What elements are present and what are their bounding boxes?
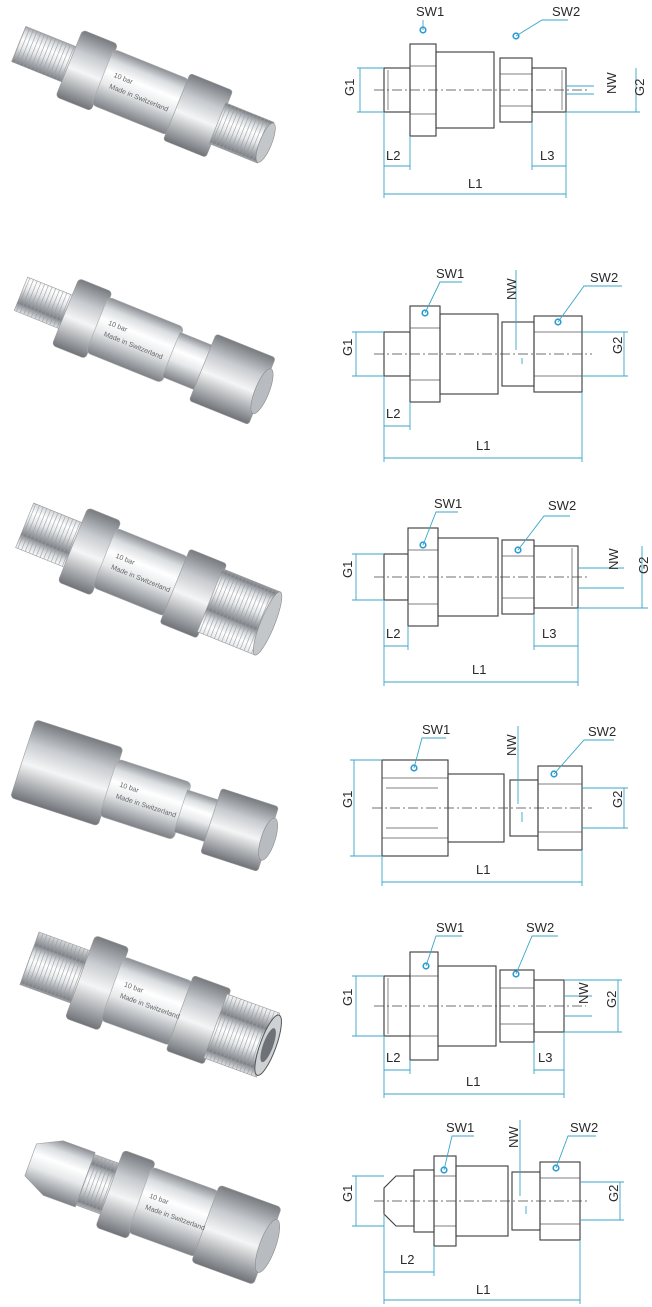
label-l3: L3 <box>542 626 556 641</box>
label-g2: G2 <box>636 557 651 574</box>
product-photo-5: 10 bar Made in Switzerland <box>19 931 282 1078</box>
product-photo-6: 10 bar Made in Switzerland <box>24 1140 281 1284</box>
label-l1: L1 <box>476 438 490 453</box>
label-g1: G1 <box>340 561 355 578</box>
label-nw: NW <box>604 72 619 94</box>
variant-row-5: 10 bar Made in Switzerland SW1 SW2 G1 NW… <box>0 912 652 1107</box>
label-l2: L2 <box>386 148 400 163</box>
label-sw2: SW2 <box>548 498 576 513</box>
label-nw: NW <box>506 1126 521 1148</box>
label-l1: L1 <box>472 662 486 677</box>
label-sw1: SW1 <box>416 4 444 19</box>
label-g1: G1 <box>340 989 355 1006</box>
label-g1: G1 <box>340 791 355 808</box>
label-sw2: SW2 <box>552 4 580 19</box>
technical-drawing-6: SW1 SW2 NW G1 G2 L2 L1 <box>340 1120 624 1304</box>
label-l2: L2 <box>386 1050 400 1065</box>
label-nw: NW <box>504 278 519 300</box>
variant-row-4: 10 bar Made in Switzerland SW1 SW2 NW G1… <box>0 718 652 888</box>
label-g2: G2 <box>610 337 625 354</box>
label-nw: NW <box>576 982 591 1004</box>
label-l3: L3 <box>538 1050 552 1065</box>
label-sw1: SW1 <box>436 266 464 281</box>
technical-drawing-5: SW1 SW2 G1 NW G2 L2 L3 L1 <box>340 920 622 1098</box>
label-l1: L1 <box>468 176 482 191</box>
label-g2: G2 <box>632 79 647 96</box>
label-l3: L3 <box>540 148 554 163</box>
label-sw2: SW2 <box>570 1120 598 1135</box>
technical-drawing-3: SW1 SW2 G1 NW G2 L2 L3 L1 <box>340 496 651 686</box>
label-l1: L1 <box>466 1074 480 1089</box>
label-l1: L1 <box>476 1282 490 1297</box>
label-g1: G1 <box>340 339 355 356</box>
variant-row-6: 10 bar Made in Switzerland SW1 SW2 NW G1… <box>0 1110 652 1307</box>
label-sw2: SW2 <box>526 920 554 935</box>
product-photo-4: 10 bar Made in Switzerland <box>11 720 279 872</box>
label-g2: G2 <box>610 791 625 808</box>
label-nw: NW <box>606 548 621 570</box>
technical-drawing-2: SW1 SW2 NW G1 G2 L2 L1 <box>340 266 628 462</box>
label-l2: L2 <box>400 1252 414 1267</box>
label-nw: NW <box>504 734 519 756</box>
label-sw1: SW1 <box>436 920 464 935</box>
label-sw1: SW1 <box>434 496 462 511</box>
label-l1: L1 <box>476 862 490 877</box>
label-l2: L2 <box>386 406 400 421</box>
label-g1: G1 <box>340 1185 355 1202</box>
product-photo-3: 10 bar Made in Switzerland <box>15 502 283 656</box>
label-g2: G2 <box>606 1185 621 1202</box>
technical-drawing-1: SW1 SW2 G1 NW G2 L2 L3 L1 <box>342 4 647 198</box>
label-g2: G2 <box>604 991 619 1008</box>
label-sw1: SW1 <box>446 1120 474 1135</box>
product-photo-1: 10 bar Made in Switzerland <box>11 25 276 164</box>
label-sw2: SW2 <box>588 724 616 739</box>
variant-row-1: 10 bar Made in Switzerland SW1 SW2 G1 <box>0 0 652 215</box>
variant-row-2: 10 bar Made in Switzerland SW1 SW2 NW G1… <box>0 240 652 465</box>
label-sw2: SW2 <box>590 270 618 285</box>
variant-row-3: 10 bar Made in Switzerland SW1 SW2 G1 NW… <box>0 470 652 690</box>
label-sw1: SW1 <box>422 722 450 737</box>
technical-drawing-4: SW1 SW2 NW G1 G2 L1 <box>340 722 628 886</box>
label-g1: G1 <box>342 79 357 96</box>
product-photo-2: 10 bar Made in Switzerland <box>13 276 275 424</box>
label-l2: L2 <box>386 626 400 641</box>
